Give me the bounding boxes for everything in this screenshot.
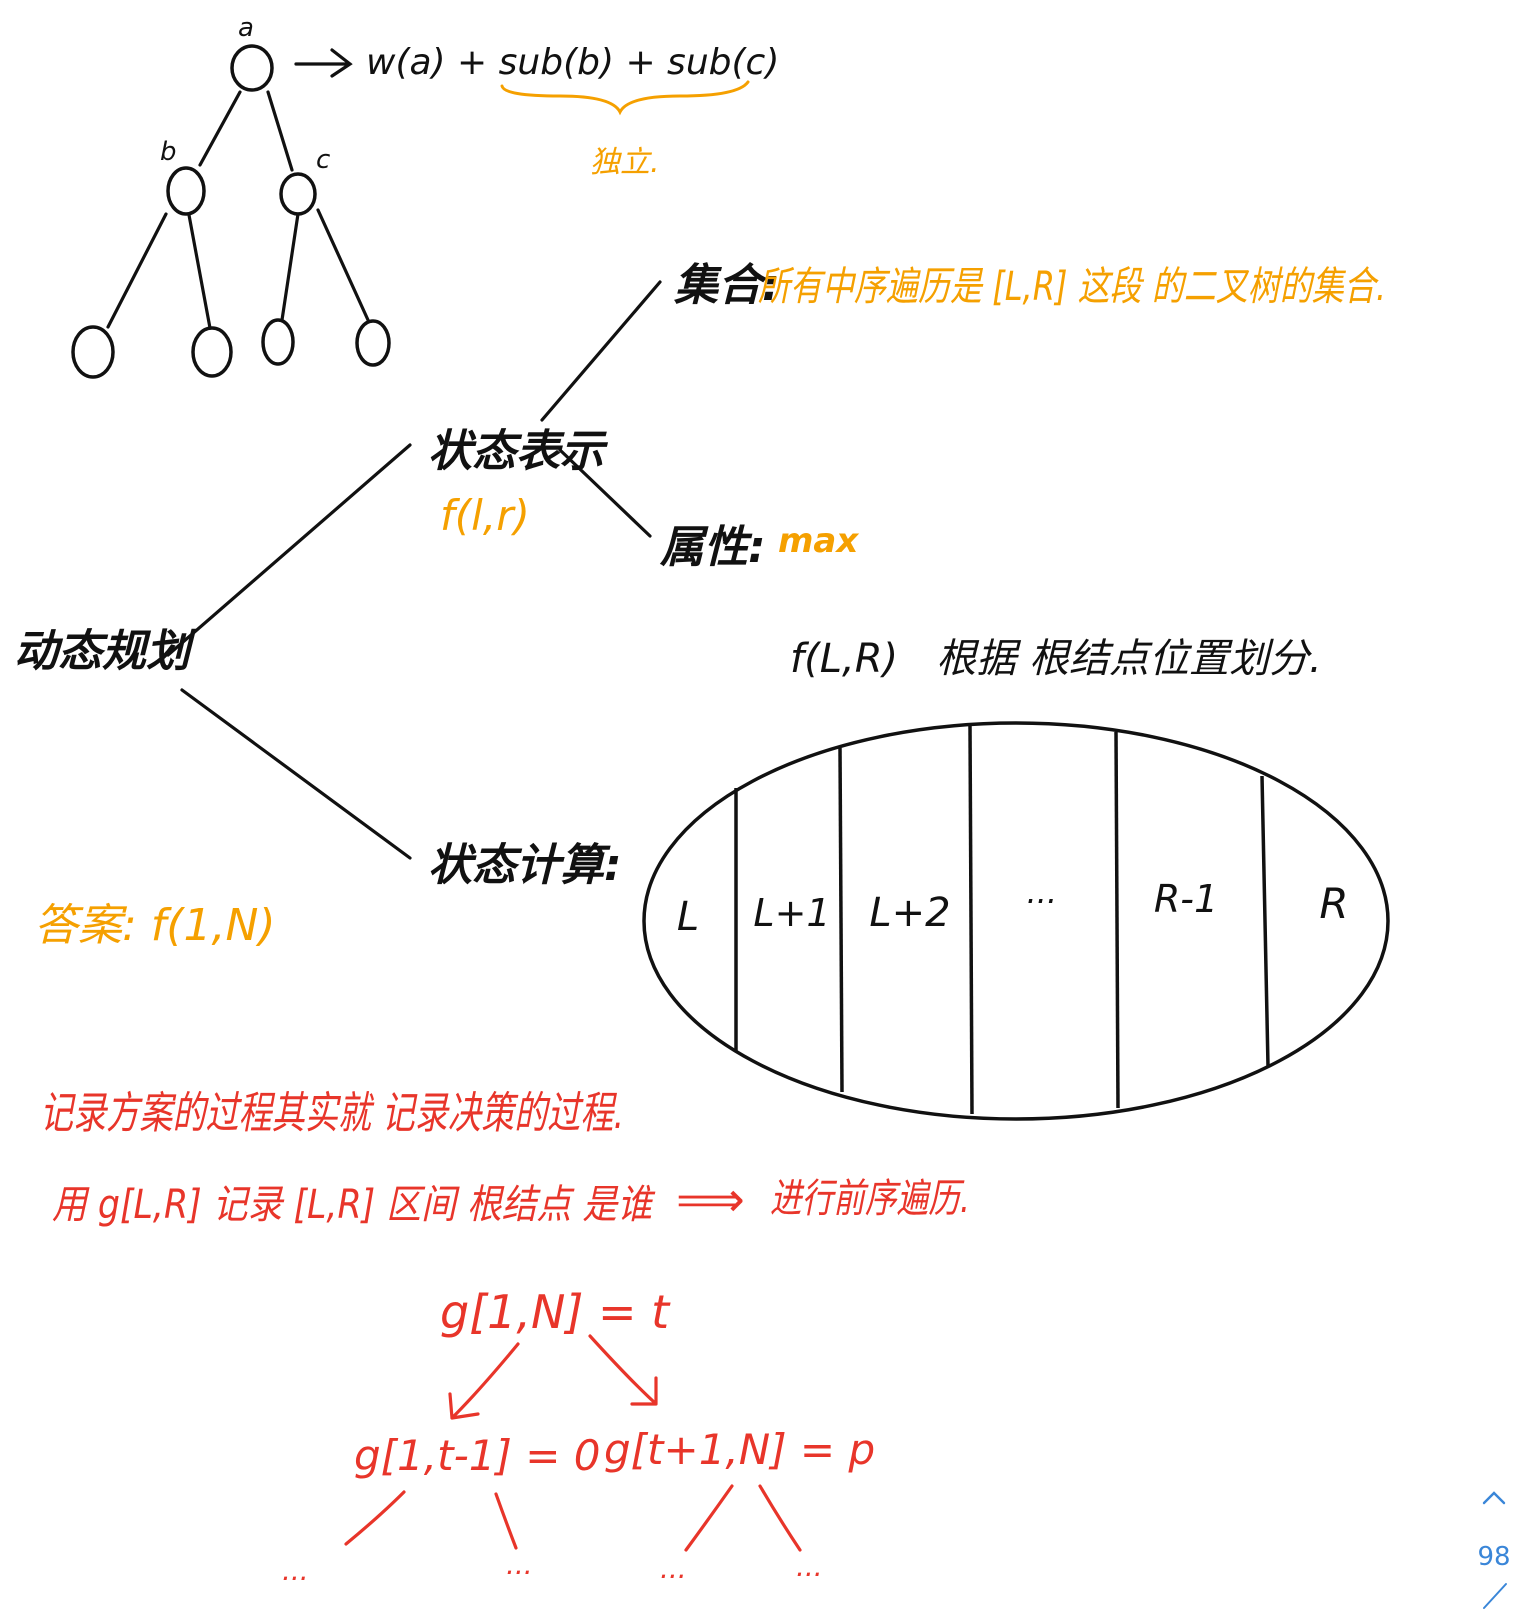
tree-leaf-1 [71,325,115,379]
branch-line [166,443,412,657]
tree-node-b [166,166,206,216]
tree-sketch: a b c w(a) + sub(b) + sub(c) 独立. [71,13,779,379]
partition-divider [968,725,974,1115]
g-tree-leaf: ... [506,1548,533,1581]
tree-edge [316,208,370,322]
dp-mindmap: 动态规划 状态表示 f(l,r) 集合: 所有中序遍历是 [L,R] 这段 的二… [14,260,1386,951]
chevron-up-glyph [1482,1491,1506,1505]
g-tree-arrow-left [448,1342,520,1420]
page-divider-icon [1483,1583,1507,1609]
chevron-up-icon[interactable] [1474,1480,1514,1516]
attr-value: max [778,521,859,561]
tree-edge [280,212,300,322]
answer: 答案: f(1,N) [34,900,276,951]
g-tree-edge [344,1490,406,1546]
record-notes: 记录方案的过程其实就 记录决策的过程. 用 g[L,R] 记录 [L,R] 区间… [40,1088,970,1228]
independence-note: 独立. [590,145,660,180]
tree-label-b: b [160,137,177,167]
record-line-2-suffix: 进行前序遍历. [770,1176,970,1222]
partition-divider [838,747,844,1093]
independence-brace [500,80,750,116]
tree-label-c: c [316,145,330,175]
attr-label: 属性: [659,522,766,573]
record-line-1: 记录方案的过程其实就 记录决策的过程. [40,1088,624,1139]
tree-leaf-3 [261,318,295,366]
set-label: 集合: [673,260,780,311]
formula-arrow [294,48,353,78]
g-tree-edge [758,1484,802,1552]
state-calc-label: 状态计算: [428,840,622,891]
partition-segment: L [677,894,699,940]
partition-segment: ··· [1025,882,1056,920]
g-tree-root: g[1,N] = t [440,1285,671,1339]
tree-edge [187,213,212,330]
branch-line [180,688,412,860]
partition-segment: L+2 [869,890,950,936]
subtree-formula: w(a) + sub(b) + sub(c) [366,42,779,83]
page-number: 98 [1477,1542,1511,1572]
tree-edge [266,90,294,172]
tree-label-a: a [238,13,254,43]
set-description: 所有中序遍历是 [L,R] 这段 的二叉树的集合. [758,264,1386,310]
tree-edge [106,212,168,329]
scroll-controls: 98 [1474,1480,1514,1610]
branch-line [558,448,652,538]
tree-node-a [230,44,274,92]
tree-leaf-2 [191,326,233,378]
g-tree-left: g[1,t-1] = 0 [354,1431,600,1480]
tree-node-c [279,172,317,216]
g-tree-leaf: ... [796,1550,823,1583]
dp-root: 动态规划 [14,626,197,677]
tree-edge [198,90,242,167]
g-tree-leaf: ... [282,1554,309,1587]
branch-line [540,280,662,422]
partition-segment: R-1 [1154,877,1218,921]
partition-ellipse [642,721,1390,1121]
record-line-2-prefix: 用 g[L,R] 记录 [L,R] 区间 根结点 是谁 [52,1182,655,1228]
partition-header: f(L,R) 根据 根结点位置划分. [790,636,1322,682]
g-tree-edge [684,1484,734,1552]
partition-segment: L+1 [753,891,830,935]
state-repr-func: f(l,r) [440,491,530,540]
partition-diagram: f(L,R) 根据 根结点位置划分. L L+1 L+2 ··· R-1 R [642,636,1390,1121]
partition-divider [1260,775,1270,1067]
g-tree-edge [494,1492,518,1550]
tree-leaf-4 [355,319,391,367]
record-line-2-arrow: ⟹ [676,1172,745,1228]
g-tree: g[1,N] = t g[1,t-1] = 0 g[t+1,N] = p ...… [282,1285,875,1587]
partition-segment: R [1319,879,1348,928]
g-tree-leaf: ... [660,1552,687,1585]
g-tree-right: g[t+1,N] = p [604,1425,875,1474]
partition-divider [1114,731,1120,1109]
g-tree-arrow-right [588,1334,658,1406]
